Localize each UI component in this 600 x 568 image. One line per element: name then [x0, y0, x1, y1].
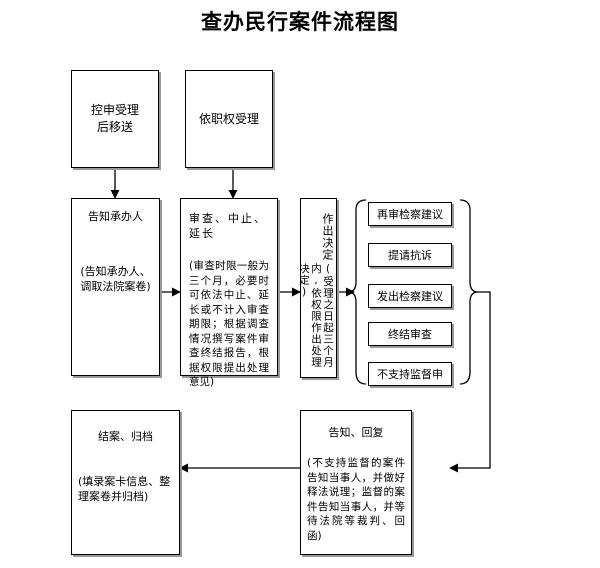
review-note: (审查时限一般为三个月，必要时可依法中止、延长或不计入审查期限；根据调查情况撰写…	[189, 260, 269, 388]
transfer-box: 控申受理后移送	[71, 70, 159, 168]
option-label: 不支持监督申	[377, 367, 443, 381]
notify-handler-box: 告知承办人 (告知承办人、调取法院案卷)	[71, 198, 160, 376]
ex-officio-box: 依职权受理	[185, 70, 273, 168]
ex-officio-label: 依职权受理	[198, 111, 259, 126]
review-box: 审查、中止、延长 (审查时限一般为三个月，必要时可依法中止、延长或不计入审查期限…	[180, 198, 278, 388]
option-label: 提请抗诉	[388, 248, 432, 262]
right-brace	[459, 199, 479, 385]
arrow-options-to-reply	[449, 291, 491, 473]
close-archive-head: 结案、归档	[98, 430, 153, 443]
option-no-supervision: 不支持监督申	[368, 362, 452, 386]
option-label: 再审检察建议	[377, 207, 443, 221]
option-terminate-review: 终结审查	[368, 322, 452, 346]
option-label: 发出检察建议	[377, 289, 443, 303]
close-archive-note: (填录案卡信息、整理案卷并归档)	[78, 475, 171, 503]
decision-head: 作出决定	[321, 213, 334, 261]
notify-handler-note: (告知承办人、调取法院案卷)	[80, 265, 151, 293]
option-procuratorial-recommendation: 发出检察建议	[368, 284, 452, 308]
notify-reply-head: 告知、回复	[328, 426, 384, 439]
notify-reply-box: 告知、回复 (不支持监督的案件告知当事人，并做好释法说理；监督的案件告知当事人，…	[300, 410, 412, 555]
notify-reply-note: (不支持监督的案件告知当事人，并做好释法说理；监督的案件告知当事人，并等待法院等…	[307, 457, 405, 542]
option-retrial-recommendation: 再审检察建议	[368, 202, 452, 226]
transfer-label: 控申受理后移送	[90, 103, 139, 134]
decision-note: (受理之日起三个月内,依权限作出处理决定)	[298, 263, 334, 368]
close-archive-box: 结案、归档 (填录案卡信息、整理案卷并归档)	[71, 410, 180, 555]
decision-box: 作出决定 (受理之日起三个月内,依权限作出处理决定)	[298, 198, 337, 378]
page-title: 查办民行案件流程图	[201, 9, 399, 34]
option-appeal-request: 提请抗诉	[368, 243, 452, 267]
review-head: 审查、中止、延长	[189, 212, 267, 240]
option-label: 终结审查	[388, 327, 432, 341]
left-brace	[347, 199, 367, 385]
notify-handler-head: 告知承办人	[88, 210, 143, 223]
